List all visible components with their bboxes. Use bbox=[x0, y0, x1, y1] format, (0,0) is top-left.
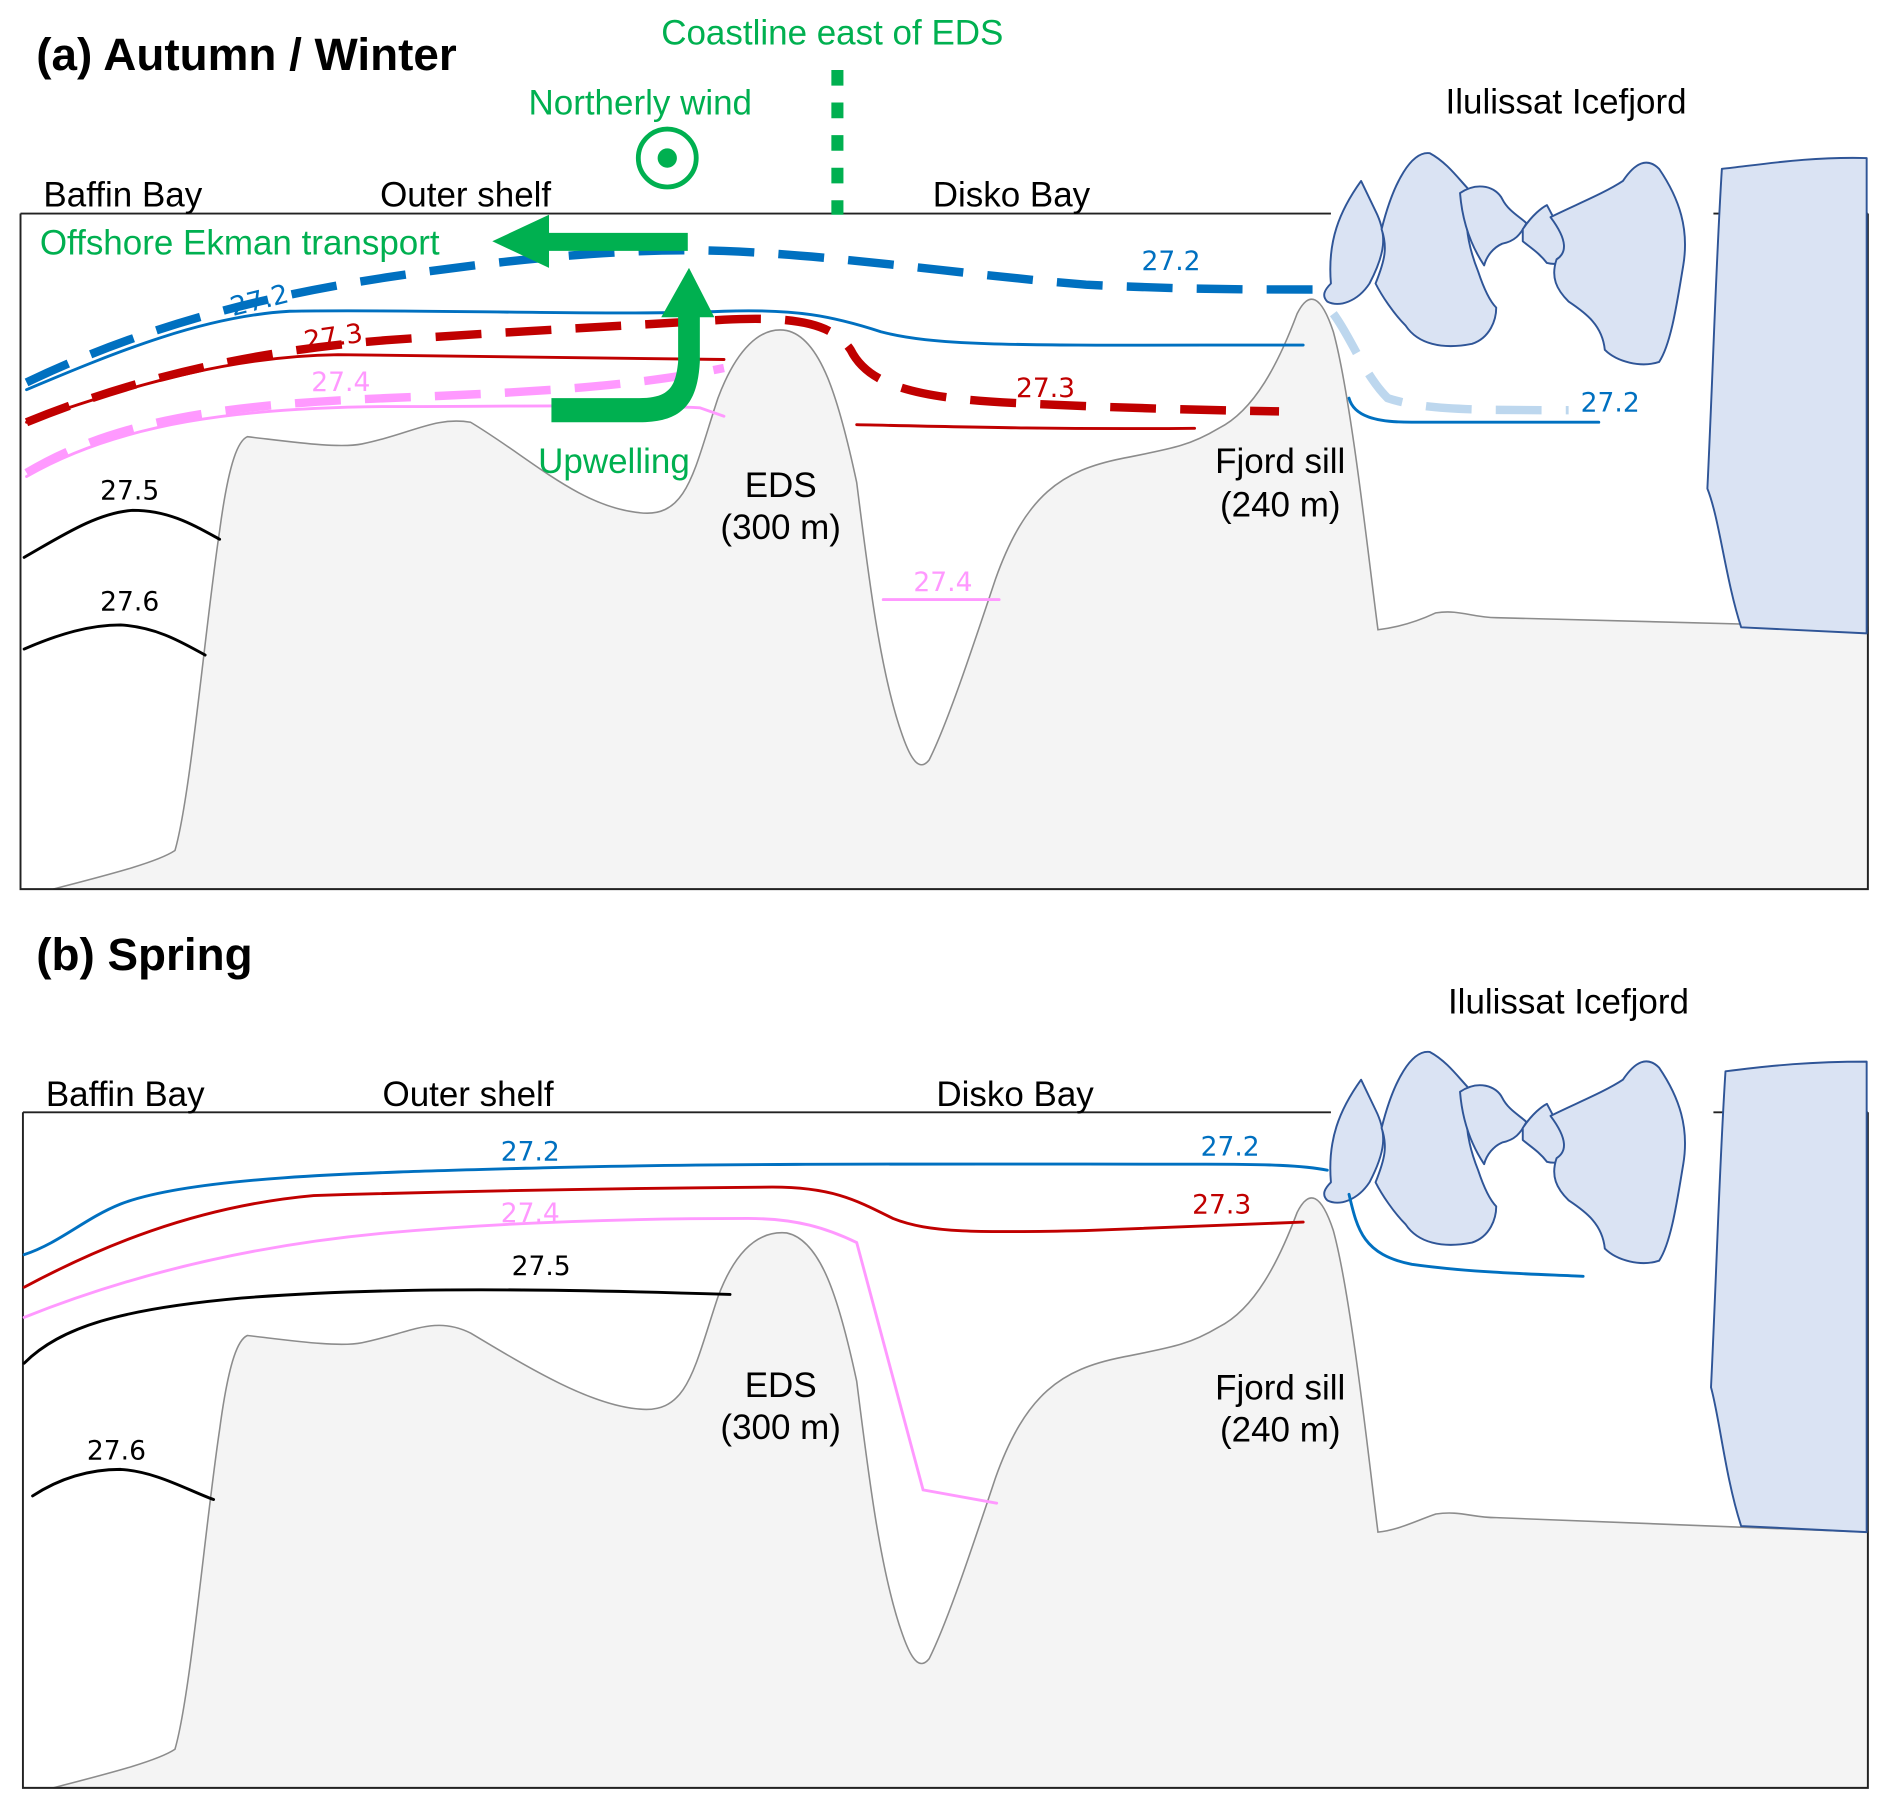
ekman-transport-arrow bbox=[492, 214, 688, 268]
isopycnal-27-2-dashed-a bbox=[24, 246, 1316, 387]
region-baffin-bay-b: Baffin Bay bbox=[46, 1075, 205, 1114]
isopycnal-label-27-2-b: 27.2 bbox=[501, 1137, 560, 1168]
panel-b-title: (b) Spring bbox=[36, 929, 252, 980]
isopycnal-label-27-5: 27.5 bbox=[100, 475, 159, 506]
panel-autumn-winter: (a) Autumn / Winter bbox=[19, 14, 1869, 891]
region-icefjord-a: Ilulissat Icefjord bbox=[1446, 82, 1687, 121]
isopycnal-27-2-b bbox=[22, 1162, 1329, 1257]
region-disko-bay-a: Disko Bay bbox=[933, 175, 1091, 214]
isopycnal-27-3-b bbox=[22, 1185, 1305, 1289]
isopycnal-label-27-5-b: 27.5 bbox=[512, 1251, 571, 1282]
isopycnal-27-6-b bbox=[31, 1467, 216, 1501]
isopycnal-27-4-b bbox=[22, 1217, 999, 1505]
upwelling-label: Upwelling bbox=[538, 442, 690, 481]
wind-label: Northerly wind bbox=[529, 84, 753, 123]
panel-spring: (b) Spring Baffin Bay Outer shelf Disko … bbox=[21, 929, 1869, 1789]
region-disko-bay-b: Disko Bay bbox=[936, 1075, 1094, 1114]
sill-label-a: Fjord sill bbox=[1215, 442, 1345, 481]
isopycnal-27-2-light-dashed-a bbox=[1329, 311, 1569, 415]
isopycnal-label-27-2-disko-b: 27.2 bbox=[1201, 1132, 1260, 1163]
isopycnal-label-27-6-b: 27.6 bbox=[87, 1436, 146, 1467]
isopycnal-27-5-b bbox=[22, 1288, 732, 1365]
region-icefjord-b: Ilulissat Icefjord bbox=[1448, 982, 1689, 1021]
isopycnal-27-2-fjord-b bbox=[1347, 1192, 1585, 1278]
isopycnal-label-27-3: 27.3 bbox=[302, 318, 365, 357]
coastline-label: Coastline east of EDS bbox=[661, 14, 1003, 53]
isopycnal-label-27-3-disko: 27.3 bbox=[1016, 373, 1075, 404]
isopycnal-27-6-a bbox=[22, 623, 207, 657]
glacier-a bbox=[1706, 156, 1868, 635]
upwelling-arrow bbox=[551, 267, 715, 423]
icebergs-a bbox=[1323, 152, 1686, 366]
eds-depth-b: (300 m) bbox=[720, 1408, 840, 1447]
region-outer-shelf-b: Outer shelf bbox=[383, 1075, 554, 1114]
eds-label-a: EDS bbox=[745, 466, 817, 505]
panel-a-title: (a) Autumn / Winter bbox=[36, 29, 457, 80]
glacier-b bbox=[1710, 1060, 1868, 1534]
isopycnal-label-27-4: 27.4 bbox=[311, 367, 370, 398]
isopycnal-label-27-6: 27.6 bbox=[100, 586, 159, 617]
seabed-profile-b bbox=[52, 1197, 1869, 1789]
isopycnal-label-27-2: 27.2 bbox=[227, 278, 292, 322]
sill-depth-b: (240 m) bbox=[1220, 1411, 1340, 1450]
isopycnal-27-2-solid-fjord-a bbox=[1347, 396, 1601, 424]
isopycnal-label-27-4-trough: 27.4 bbox=[913, 567, 972, 598]
isopycnal-27-3-solid-a bbox=[25, 353, 726, 424]
eds-depth-a: (300 m) bbox=[720, 508, 840, 547]
isopycnal-label-27-2-disko: 27.2 bbox=[1141, 246, 1200, 277]
region-baffin-bay-a: Baffin Bay bbox=[43, 175, 202, 214]
isopycnal-label-27-4-b: 27.4 bbox=[501, 1198, 560, 1229]
wind-out-of-page-icon bbox=[635, 126, 699, 190]
isopycnal-27-3-dashed-a bbox=[24, 314, 1280, 427]
region-outer-shelf-a: Outer shelf bbox=[380, 175, 551, 214]
sill-label-b: Fjord sill bbox=[1215, 1368, 1345, 1407]
isopycnal-label-27-3-b: 27.3 bbox=[1192, 1190, 1251, 1221]
isopycnal-label-27-2-fjord: 27.2 bbox=[1581, 387, 1640, 418]
isopycnal-27-3-solid-disko-a bbox=[855, 423, 1197, 431]
seabed-profile-a bbox=[52, 298, 1869, 890]
isopycnal-27-5-a bbox=[22, 508, 222, 559]
sill-depth-a: (240 m) bbox=[1220, 485, 1340, 524]
ekman-label: Offshore Ekman transport bbox=[40, 224, 440, 263]
icebergs-b bbox=[1323, 1051, 1686, 1264]
isopycnal-27-4-dashed-a bbox=[24, 363, 725, 477]
eds-label-b: EDS bbox=[745, 1366, 817, 1405]
